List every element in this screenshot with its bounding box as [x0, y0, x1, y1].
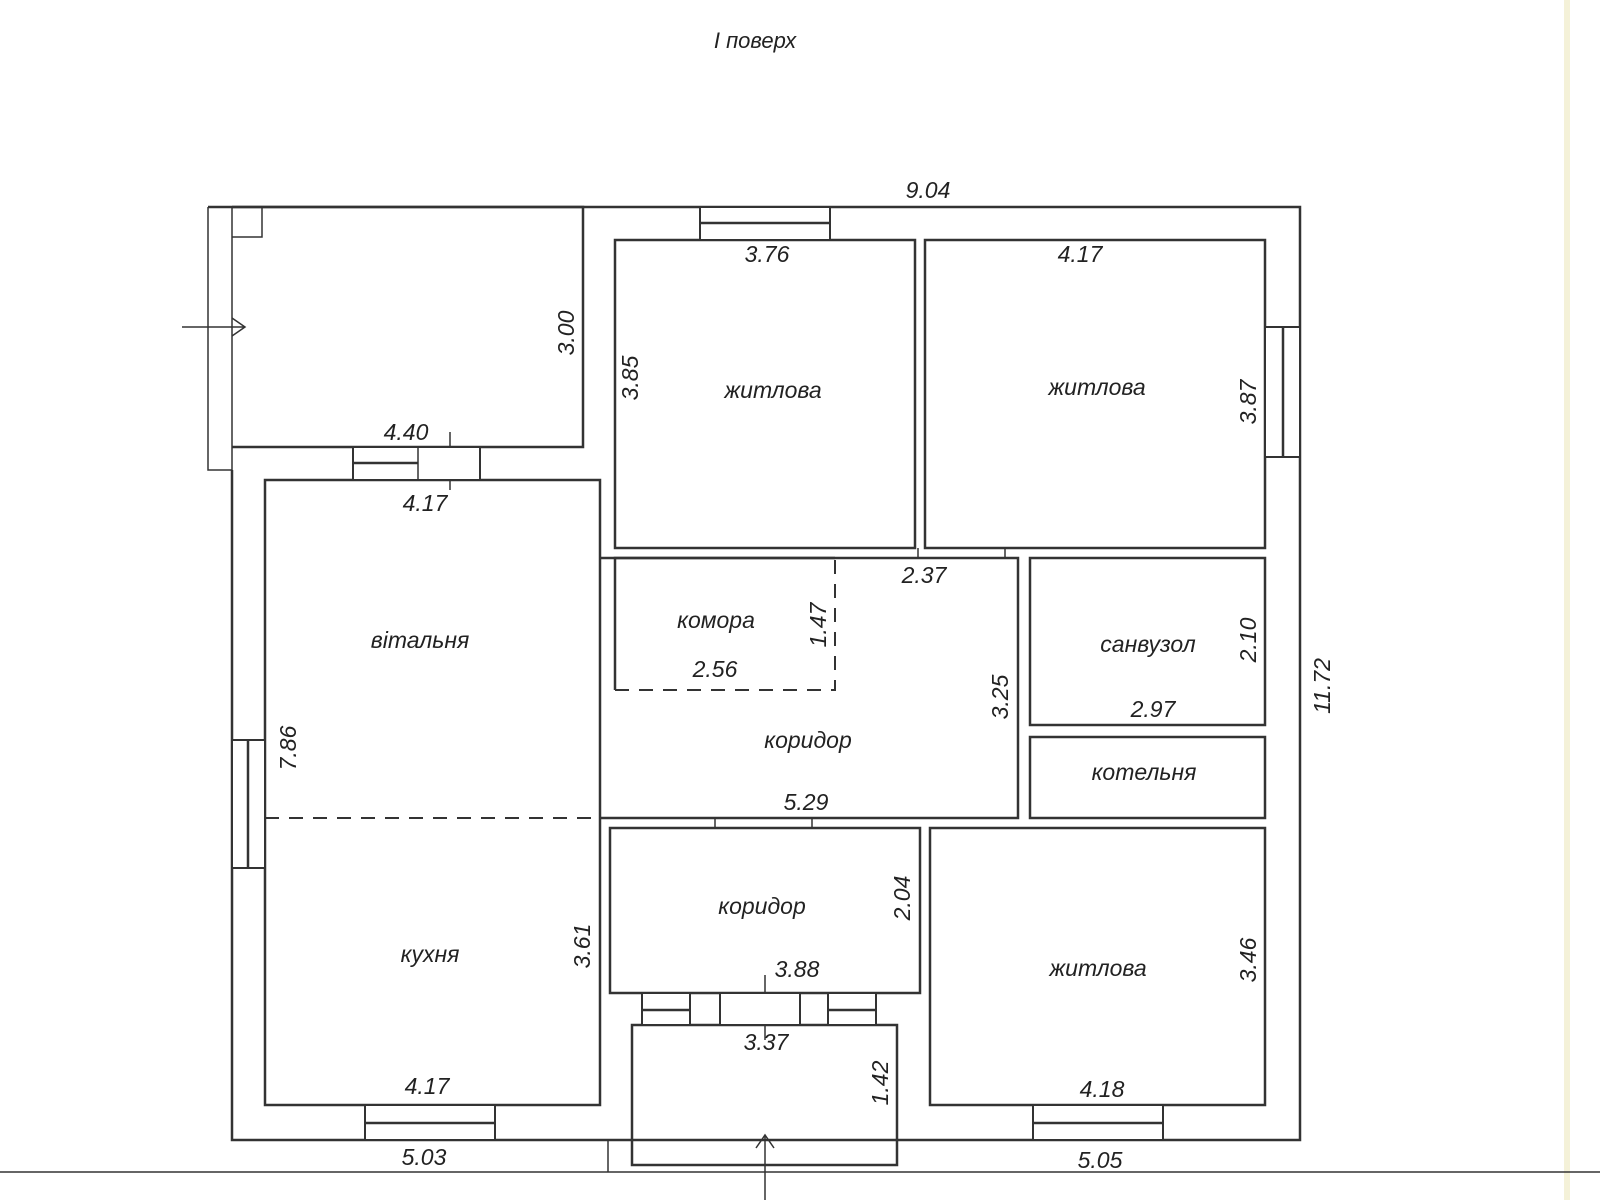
dim-kitchen-height: 3.61 [569, 924, 595, 969]
room-label-pantry: комора [677, 607, 755, 633]
dim-bedroom-3-width: 4.18 [1080, 1076, 1125, 1102]
dim-bathroom-height: 2.10 [1235, 617, 1261, 663]
room-label-bedroom-2: житлова [1047, 374, 1145, 400]
dim-kitchen-width: 4.17 [405, 1073, 451, 1099]
dim-porch-height: 1.42 [867, 1060, 893, 1105]
room-label-corridor-1: коридор [764, 727, 852, 753]
room-label-bathroom: санвузол [1100, 631, 1195, 657]
door-marks [714, 548, 1019, 828]
dim-bedroom-1-width: 3.76 [745, 241, 790, 267]
dim-vestibule-height: 3.00 [553, 310, 579, 355]
dim-vestibule-width: 4.40 [384, 419, 429, 445]
dim-pantry-height: 1.47 [805, 601, 831, 647]
pantry-dashed-wall [615, 558, 836, 691]
room-label-bedroom-1: житлова [723, 377, 821, 403]
dim-corridor-height: 3.25 [987, 674, 1013, 719]
bathroom [1028, 556, 1267, 727]
dim-corridor-top: 2.37 [901, 562, 948, 588]
dim-bottom-right: 5.05 [1078, 1147, 1123, 1173]
plan-title: I поверх [714, 28, 797, 53]
dim-corridor-2-height: 2.04 [889, 876, 915, 922]
dim-bedroom-2-width: 4.17 [1058, 241, 1104, 267]
dim-bedroom-2-height: 3.87 [1235, 378, 1261, 424]
dim-corridor-width: 5.29 [784, 789, 829, 815]
dim-pantry-width: 2.56 [692, 656, 738, 682]
corridor-1 [600, 556, 1020, 820]
dim-bottom-left: 5.03 [402, 1144, 447, 1170]
page-edge [1564, 0, 1570, 1200]
dim-living-width: 4.17 [403, 490, 449, 516]
dim-overall-height: 11.72 [1309, 658, 1335, 714]
dim-overall-width: 9.04 [906, 177, 951, 203]
living-kitchen-room [263, 478, 602, 1107]
dim-porch-width: 3.37 [744, 1029, 790, 1055]
room-label-living: вітальня [371, 627, 470, 653]
entrance-arrow-icon [182, 317, 247, 337]
dim-bedroom-3-height: 3.46 [1235, 937, 1261, 982]
windows [231, 206, 1301, 1141]
room-label-kitchen: кухня [401, 941, 460, 967]
room-label-bedroom-3: житлова [1048, 955, 1146, 981]
dim-living-height: 7.86 [275, 725, 301, 770]
room-label-boiler: котельня [1092, 759, 1197, 785]
outer-walls [0, 205, 1600, 1173]
entrance-arrow-icon [755, 1133, 775, 1200]
boiler-room [1028, 735, 1267, 820]
pantry [613, 556, 835, 690]
room-label-corridor-2: коридор [718, 893, 806, 919]
dim-corridor-2-width: 3.88 [775, 956, 820, 982]
dim-bedroom-1-height: 3.85 [617, 355, 643, 400]
dim-bathroom-width: 2.97 [1130, 696, 1177, 722]
